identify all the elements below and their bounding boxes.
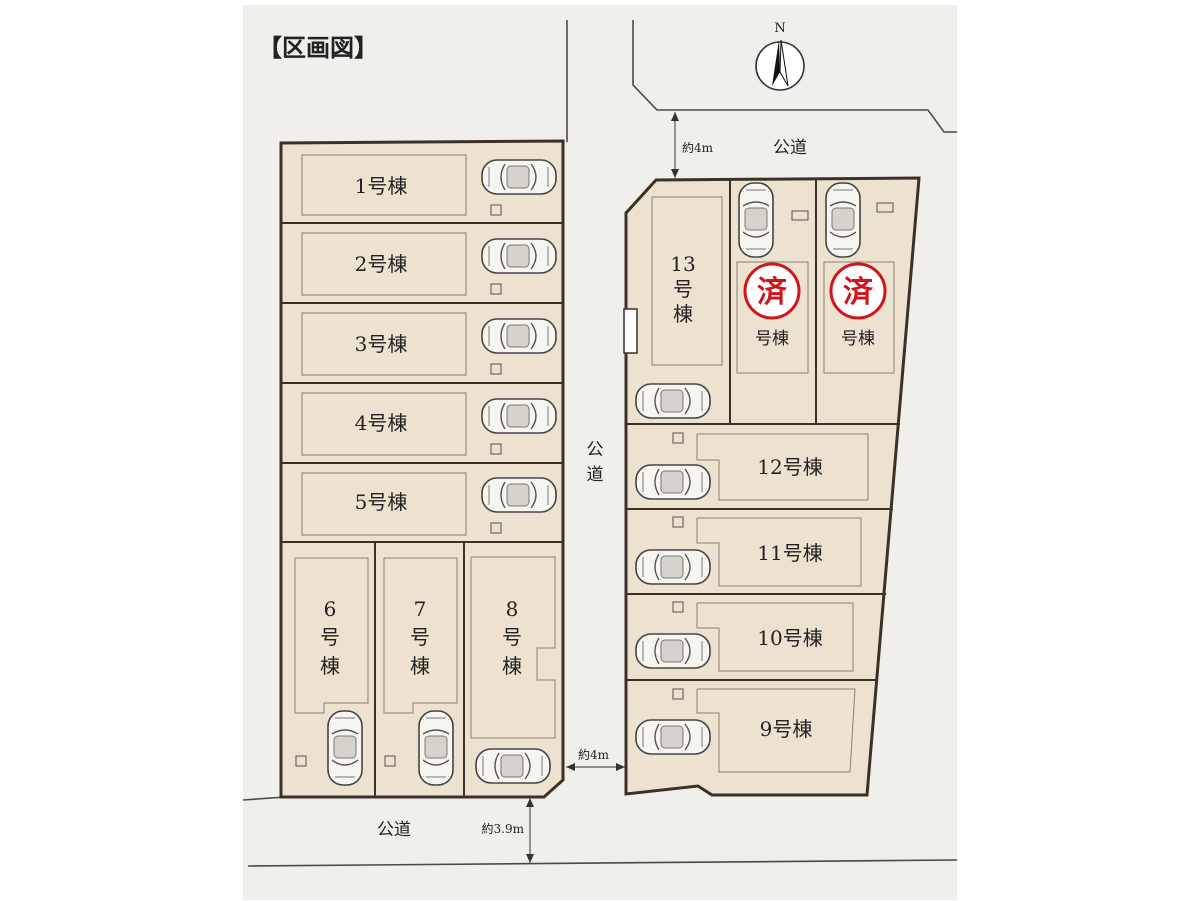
lot-8-label-2: 号 — [502, 625, 522, 649]
road-label-north: 公道 — [773, 138, 807, 158]
lot-1-label: 1号棟 — [355, 174, 408, 198]
sold-lot-a-label: 号棟 — [755, 329, 789, 349]
sold-stamp-b-text: 済 — [843, 275, 874, 310]
width-label-north: 約4m — [682, 140, 714, 155]
compass-north-label: N — [774, 21, 785, 36]
lot-8-label-1: 8 — [506, 597, 519, 621]
width-dimension-south: 約3.9m — [482, 798, 534, 863]
compass-icon: N — [755, 21, 805, 91]
lot-7-label-1: 7 — [414, 597, 427, 621]
road-label-middle-char1: 公 — [587, 440, 604, 460]
sold-stamp-a-text: 済 — [757, 275, 788, 310]
road-label-south: 公道 — [377, 820, 411, 840]
width-dimension-middle: 約4m — [566, 747, 625, 771]
map-title: 【区画図】 — [258, 33, 378, 62]
right-meter-boxes — [672, 202, 894, 700]
car-lot-9 — [635, 719, 711, 755]
lot-13-label-2: 号 — [673, 277, 693, 301]
lot-6-label-2: 号 — [320, 625, 340, 649]
road-label-middle: 公道 公 道 — [587, 440, 604, 485]
lot-13-label-1: 13 — [670, 252, 695, 276]
lot-6-label-1: 6 — [324, 597, 337, 621]
width-label-south: 約3.9m — [482, 821, 525, 836]
road-label-middle-char2: 道 — [587, 465, 604, 485]
car-lot-6 — [327, 710, 363, 786]
sold-lot-a: 済 号棟 — [743, 262, 801, 349]
lot-10-label: 10号棟 — [757, 626, 822, 650]
lot-12-label: 12号棟 — [757, 455, 822, 479]
width-dimension-north: 約4m — [671, 112, 714, 178]
lot-labels: 1号棟 2号棟 3号棟 4号棟 5号棟 12号棟 11号棟 10号棟 9号棟 — [355, 174, 823, 741]
right-building-footprints — [651, 196, 895, 773]
sold-lot-b-label: 号棟 — [841, 329, 875, 349]
car-lot-8 — [475, 748, 551, 784]
lot-6-label-3: 棟 — [320, 654, 340, 678]
car-lot-3 — [481, 318, 557, 354]
car-sold-b — [825, 182, 861, 258]
right-block-dividers — [626, 179, 900, 681]
lot-11-label: 11号棟 — [757, 541, 822, 565]
width-label-middle: 約4m — [578, 747, 610, 762]
car-lot-2 — [481, 238, 557, 274]
car-lot-13 — [635, 383, 711, 419]
car-lot-12 — [635, 464, 711, 500]
sold-stamp-a — [743, 262, 801, 320]
lot-9-label: 9号棟 — [760, 717, 813, 741]
vertical-lot-labels: 6 号 棟 7 号 棟 8 号 棟 13 号 棟 — [320, 252, 696, 678]
car-lot-4 — [481, 398, 557, 434]
sold-stamp-b — [829, 262, 887, 320]
lot-2-label: 2号棟 — [355, 252, 408, 276]
lot-13-label-3: 棟 — [673, 302, 693, 326]
lot-5-label: 5号棟 — [355, 490, 408, 514]
left-block-dividers — [281, 222, 563, 797]
car-lot-7 — [418, 710, 454, 786]
left-building-footprints — [294, 154, 556, 739]
lot-4-label: 4号棟 — [355, 411, 408, 435]
car-lot-11 — [635, 549, 711, 585]
car-lot-10 — [635, 633, 711, 669]
lot-7-label-3: 棟 — [410, 654, 430, 678]
lot-8-label-3: 棟 — [502, 654, 522, 678]
car-lot-5 — [481, 477, 557, 513]
lot-3-label: 3号棟 — [355, 332, 408, 356]
sold-lot-b: 済 号棟 — [829, 262, 887, 349]
left-block-outline — [279, 139, 565, 799]
lot-7-label-2: 号 — [410, 625, 430, 649]
car-lot-1 — [481, 159, 557, 195]
car-sold-a — [738, 182, 774, 258]
notch-white — [623, 308, 638, 354]
road-edges — [242, 20, 958, 867]
left-meter-boxes — [295, 204, 502, 767]
